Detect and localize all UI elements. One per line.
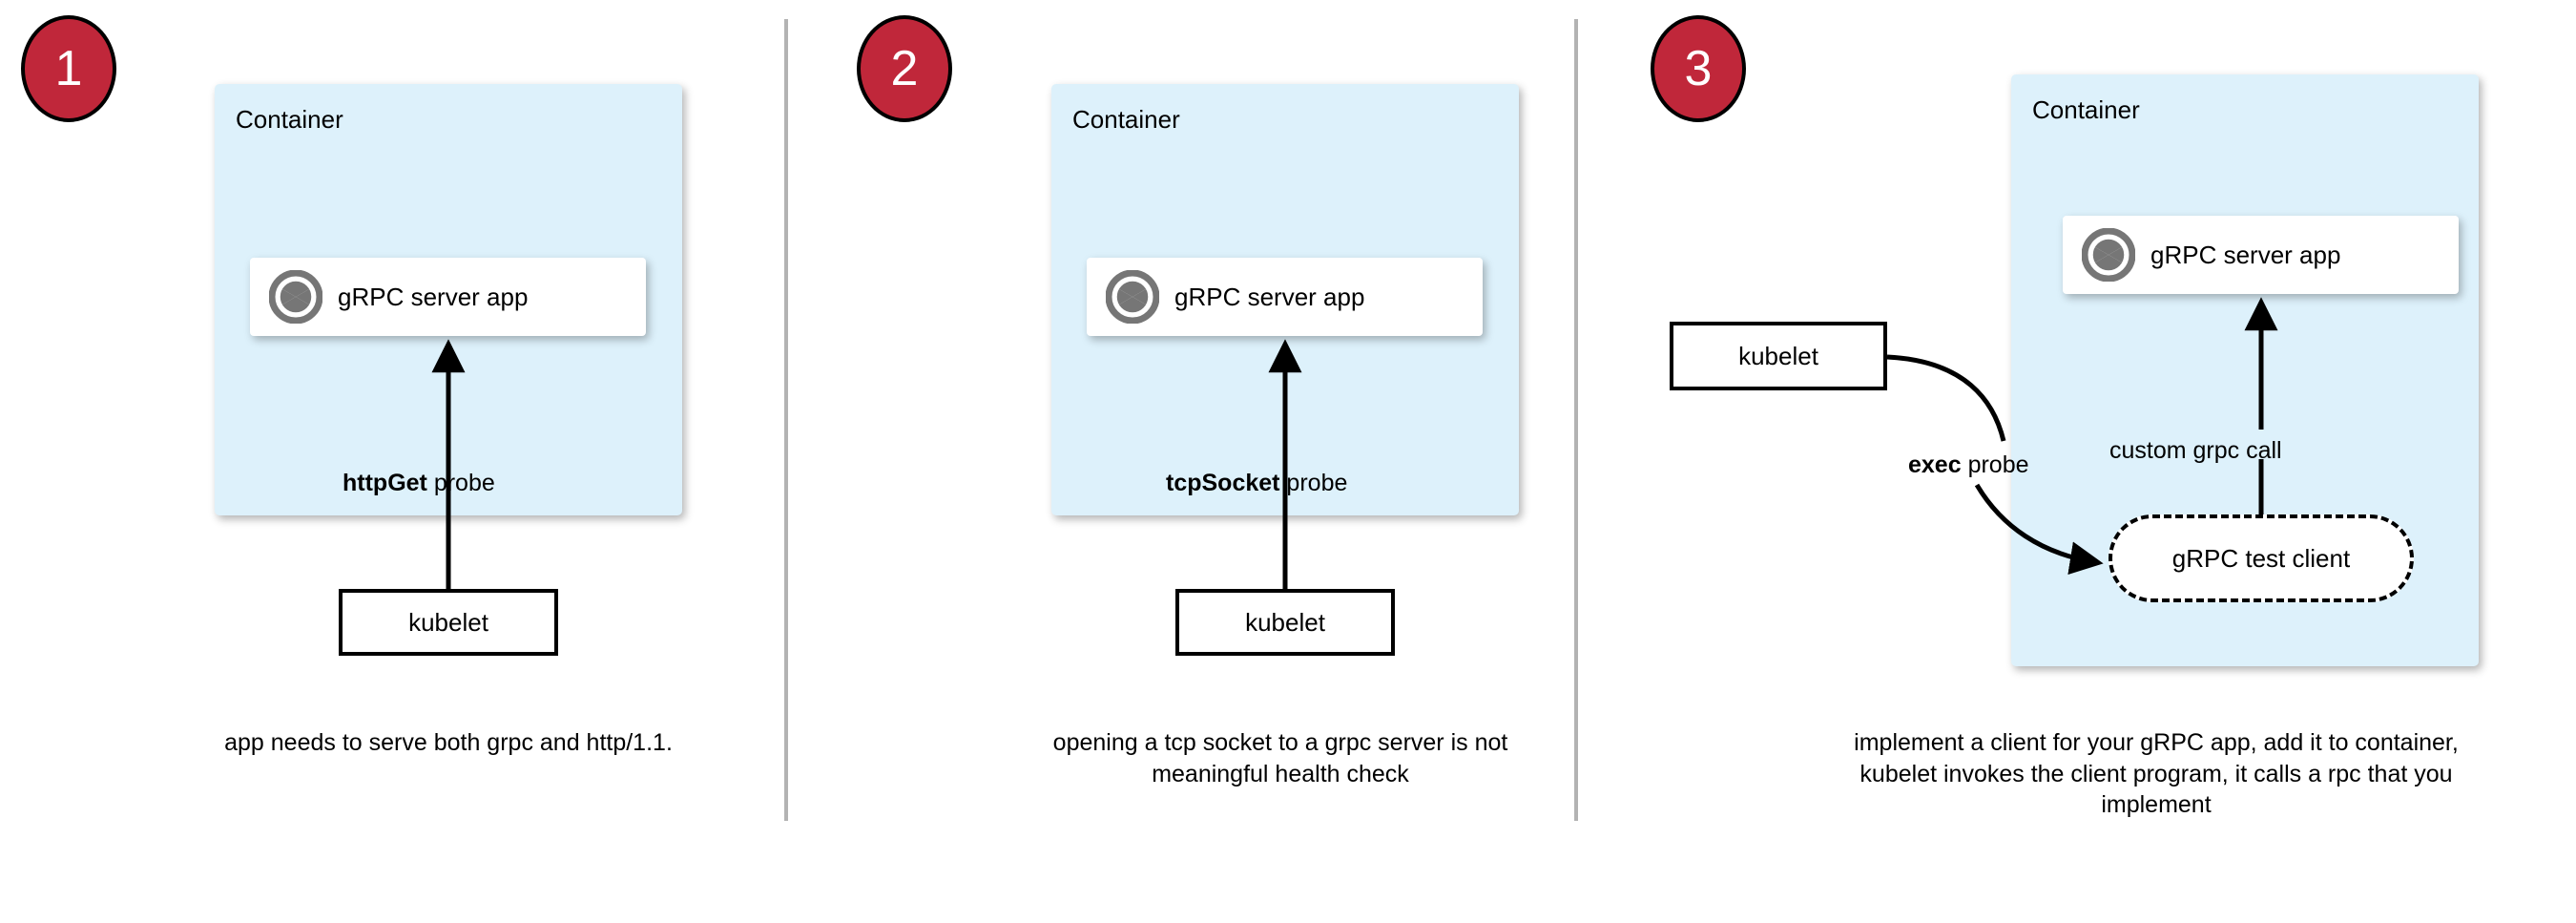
grpc-server-app-label-2: gRPC server app (1174, 282, 1365, 311)
exec-probe-label-3-suffix: probe (1961, 451, 2029, 478)
grpc-aperture-icon (269, 270, 322, 324)
grpc-test-client-label-3: gRPC test client (2171, 543, 2351, 573)
step-number-3: 3 (1684, 41, 1713, 96)
container-label-1: Container (236, 105, 343, 134)
grpc-server-app-card-3: gRPC server app (2063, 216, 2459, 294)
probe-label-1-suffix: probe (426, 470, 495, 496)
kubelet-label-2: kubelet (1245, 607, 1325, 637)
grpc-aperture-icon (1106, 270, 1159, 324)
grpc-server-app-card-2: gRPC server app (1087, 258, 1483, 336)
probe-label-2-keyword: tcpSocket (1166, 470, 1280, 496)
grpc-server-app-card-1: gRPC server app (250, 258, 646, 336)
kubelet-box-1: kubelet (339, 589, 558, 656)
grpc-server-app-label-1: gRPC server app (338, 282, 529, 311)
kubelet-label-3: kubelet (1738, 341, 1818, 370)
kubelet-box-3: kubelet (1670, 322, 1887, 390)
probe-label-2-suffix: probe (1279, 470, 1348, 496)
exec-probe-label-3-keyword: exec (1908, 451, 1962, 478)
container-label-2: Container (1072, 105, 1180, 134)
step-badge-2: 2 (857, 15, 952, 122)
exec-probe-label-3: exec probe (1908, 451, 2029, 479)
step-number-1: 1 (54, 41, 83, 96)
panel-caption-2: opening a tcp socket to a grpc server is… (1052, 729, 1508, 787)
connector-kubelet-to-test-client-3 (1886, 354, 2006, 442)
panel-divider-2 (1574, 19, 1578, 821)
step-badge-3: 3 (1651, 15, 1746, 122)
kubelet-label-1: kubelet (408, 607, 488, 637)
container-label-3: Container (2032, 95, 2140, 124)
grpc-test-client-box-3: gRPC test client (2109, 514, 2414, 602)
grpc-server-app-label-3: gRPC server app (2150, 240, 2341, 269)
probe-label-1: httpGet probe (343, 470, 495, 497)
step-badge-1: 1 (21, 15, 116, 122)
panel-caption-1: app needs to serve both grpc and http/1.… (224, 729, 673, 756)
probe-label-2: tcpSocket probe (1166, 470, 1347, 497)
grpc-aperture-icon (2082, 228, 2135, 282)
kubelet-box-2: kubelet (1175, 589, 1395, 656)
panel-divider-1 (784, 19, 788, 821)
probe-label-1-keyword: httpGet (343, 470, 427, 496)
custom-grpc-call-label-3: custom grpc call (2109, 437, 2282, 464)
panel-caption-3: implement a client for your gRPC app, ad… (1854, 729, 2459, 818)
step-number-2: 2 (890, 41, 919, 96)
